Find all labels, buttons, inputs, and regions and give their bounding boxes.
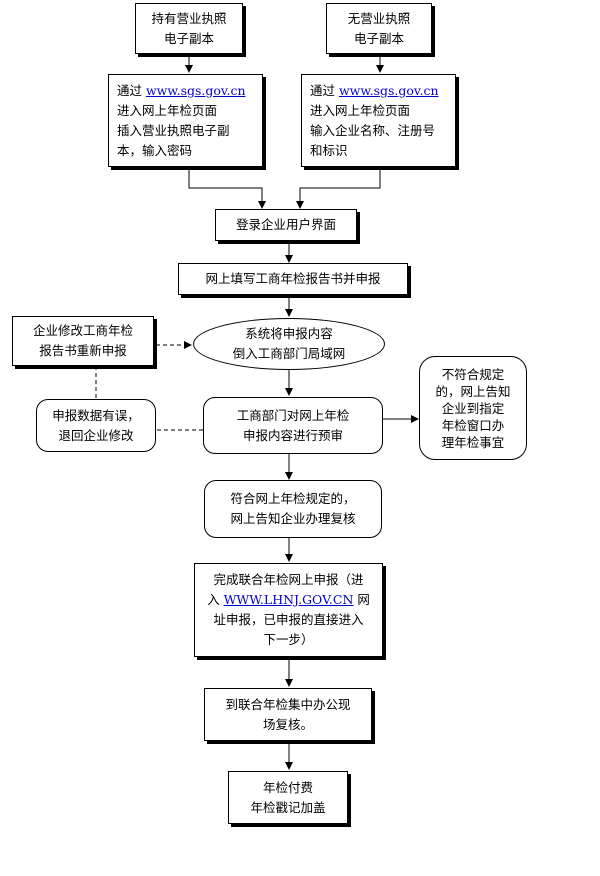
- box-left-entry-line4: 本，输入密码: [117, 143, 193, 158]
- arrow-right-entry-to-login: [296, 168, 381, 209]
- box-onsite-review-line1: 到联合年检集中办公现: [225, 696, 351, 712]
- box-data-error-line2: 退回企业修改: [58, 427, 134, 443]
- box-left-entry-line3: 插入营业执照电子副: [117, 123, 230, 138]
- box-license-holder: 持有营业执照 电子副本: [135, 3, 243, 54]
- link-sgs-left[interactable]: www.sgs.gov.cn: [145, 83, 246, 98]
- box-left-entry: 通过 www.sgs.gov.cn 进入网上年检页面 插入营业执照电子副 本，输…: [108, 74, 263, 167]
- box-left-entry-prefix: 通过: [117, 83, 146, 98]
- box-right-entry-line3: 输入企业名称、注册号: [310, 123, 436, 138]
- ellipse-system-import: 系统将申报内容 倒入工商部门局域网: [193, 318, 385, 370]
- box-left-entry-line1: 通过 www.sgs.gov.cn: [117, 81, 254, 101]
- box-no-license-line2: 电子副本: [353, 30, 404, 46]
- box-right-entry-prefix: 通过: [310, 83, 339, 98]
- box-non-compliant-line5: 理年检事宜: [441, 434, 505, 450]
- box-pre-review-line1: 工商部门对网上年检: [236, 407, 350, 423]
- link-sgs-right[interactable]: www.sgs.gov.cn: [338, 83, 439, 98]
- box-company-modify: 企业修改工商年检 报告书重新申报: [12, 316, 154, 366]
- box-right-entry-line1: 通过 www.sgs.gov.cn: [310, 81, 447, 101]
- box-non-compliant-line3: 企业到指定: [441, 400, 505, 416]
- box-onsite-review-line2: 场复核。: [262, 716, 313, 732]
- box-login: 登录企业用户界面: [215, 209, 357, 241]
- box-complete-joint-line3: 址申报，已申报的直接进入: [213, 612, 364, 627]
- box-fill-report-text: 网上填写工商年检报告书并申报: [205, 271, 381, 286]
- arrow-left-entry-to-login: [188, 168, 266, 209]
- box-onsite-review: 到联合年检集中办公现 场复核。: [204, 688, 372, 741]
- box-right-entry-line2: 进入网上年检页面: [310, 103, 411, 118]
- box-pre-review: 工商部门对网上年检 申报内容进行预审: [203, 397, 383, 454]
- ellipse-system-import-line2: 倒入工商部门局域网: [232, 346, 346, 361]
- box-complete-joint: 完成联合年检网上申报（进 入 WWW.LHNJ.GOV.CN 网 址申报，已申报…: [194, 563, 383, 657]
- box-pre-review-line2: 申报内容进行预审: [242, 427, 343, 443]
- box-complete-joint-line4: 下一步）: [263, 632, 314, 647]
- box-non-compliant-line2: 的，网上告知: [435, 383, 511, 399]
- box-company-modify-line2: 报告书重新申报: [39, 343, 127, 358]
- box-compliant-line1: 符合网上年检规定的，: [230, 491, 356, 506]
- box-data-error-line1: 申报数据有误，: [52, 407, 140, 423]
- box-complete-joint-line2-suffix: 网: [353, 592, 370, 607]
- box-payment: 年检付费 年检戳记加盖: [228, 771, 348, 824]
- box-no-license-line1: 无营业执照: [347, 10, 411, 26]
- box-complete-joint-line2-prefix: 入: [207, 592, 224, 607]
- box-no-license: 无营业执照 电子副本: [326, 3, 432, 54]
- box-complete-joint-line1: 完成联合年检网上申报（进: [213, 572, 364, 587]
- box-compliant: 符合网上年检规定的， 网上告知企业办理复核: [204, 480, 382, 538]
- box-data-error: 申报数据有误， 退回企业修改: [36, 399, 156, 452]
- link-lhnj[interactable]: WWW.LHNJ.GOV.CN: [223, 592, 354, 607]
- box-login-text: 登录企业用户界面: [235, 217, 336, 232]
- box-right-entry: 通过 www.sgs.gov.cn 进入网上年检页面 输入企业名称、注册号 和标…: [301, 74, 456, 167]
- box-compliant-line2: 网上告知企业办理复核: [230, 511, 356, 526]
- box-fill-report: 网上填写工商年检报告书并申报: [178, 263, 408, 295]
- box-right-entry-line4: 和标识: [310, 143, 348, 158]
- box-non-compliant-line1: 不符合规定: [441, 366, 505, 382]
- box-left-entry-line2: 进入网上年检页面: [117, 103, 218, 118]
- box-company-modify-line1: 企业修改工商年检: [32, 323, 133, 338]
- box-payment-line2: 年检戳记加盖: [250, 799, 326, 815]
- ellipse-system-import-line1: 系统将申报内容: [245, 326, 333, 341]
- box-non-compliant: 不符合规定 的，网上告知 企业到指定 年检窗口办 理年检事宜: [419, 356, 527, 460]
- box-complete-joint-line2: 入 WWW.LHNJ.GOV.CN 网: [207, 590, 370, 610]
- box-license-holder-line2: 电子副本: [163, 30, 214, 46]
- box-non-compliant-line4: 年检窗口办: [441, 417, 505, 433]
- box-license-holder-line1: 持有营业执照: [151, 10, 227, 26]
- box-payment-line1: 年检付费: [262, 779, 313, 795]
